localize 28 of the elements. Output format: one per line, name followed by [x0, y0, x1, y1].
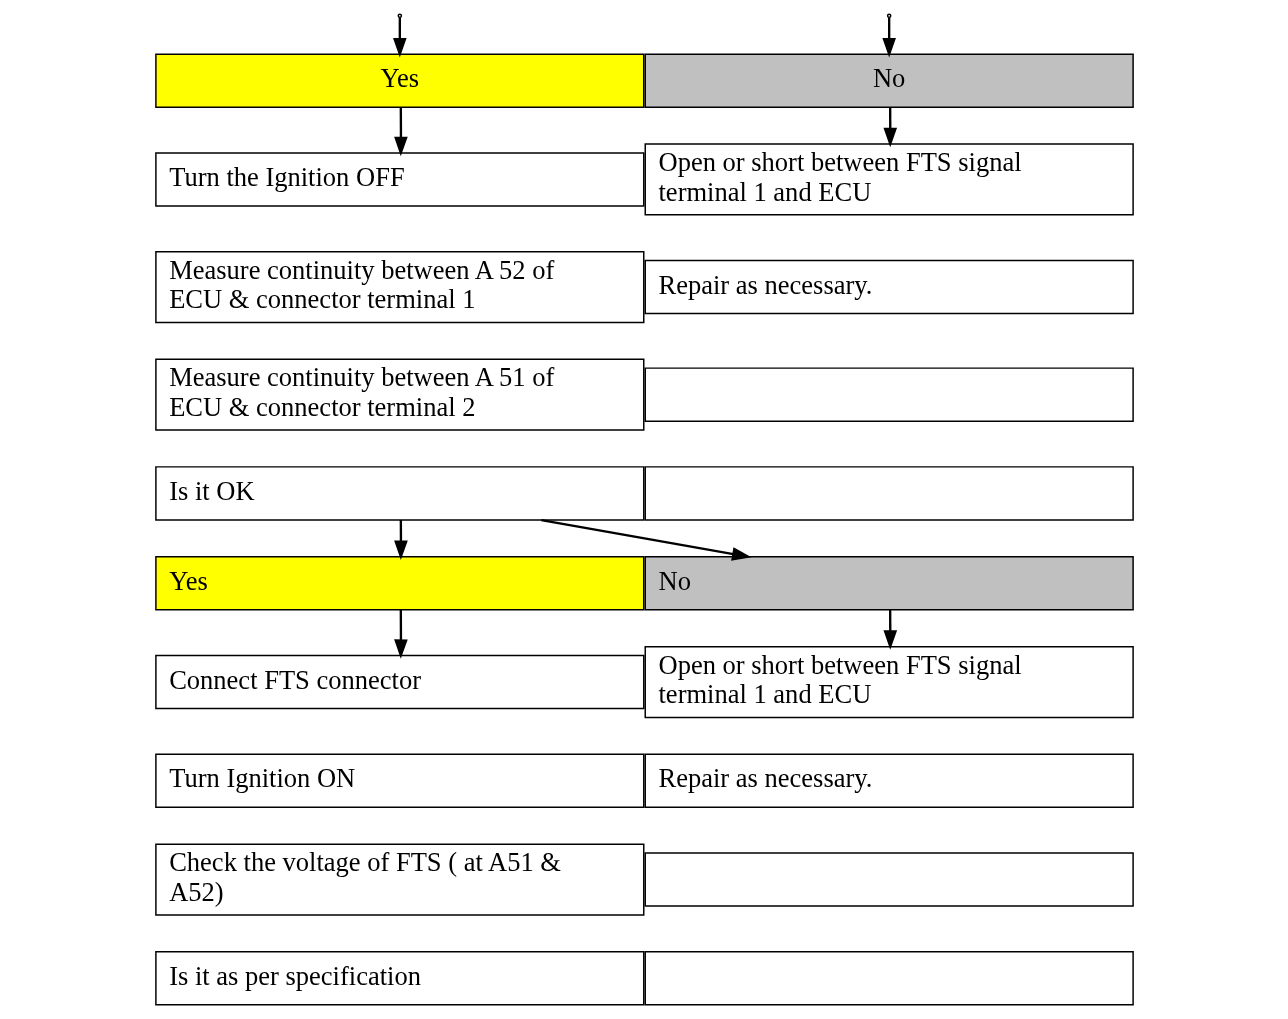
arrow: [882, 107, 897, 148]
arrow: [881, 17, 896, 58]
node-box: Repair as necessary.: [644, 753, 1134, 809]
node-box: Connect FTS connector: [154, 654, 644, 710]
node-box: Open or short between FTS signal terminal 1 and ECU: [644, 143, 1134, 216]
node-box: Yes: [154, 53, 644, 108]
arrow: [393, 609, 408, 659]
arrow: [882, 609, 897, 650]
node-box: [644, 466, 1134, 521]
arrow: [393, 520, 408, 560]
node-box: Turn the Ignition OFF: [154, 152, 644, 207]
node-box: Is it as per specification: [154, 951, 644, 1006]
node-box: Yes: [154, 556, 644, 611]
node-box: Turn Ignition ON: [154, 753, 644, 809]
node-box: No: [644, 556, 1134, 611]
node-box: Measure continuity between A 51 of ECU & connector terminal 2: [154, 358, 644, 431]
arrow: [540, 518, 751, 561]
node-box: Open or short between FTS signal terminal 1 and ECU: [644, 645, 1134, 719]
node-box: [644, 852, 1134, 907]
node-box: [644, 367, 1134, 422]
node-box: Check the voltage of FTS ( at A51 & A52): [154, 843, 644, 916]
arrow: [392, 17, 407, 58]
arrow: [393, 107, 408, 157]
node-box: Measure continuity between A 52 of ECU & connector terminal 1: [154, 250, 644, 324]
node-box: [644, 951, 1134, 1006]
node-box: Repair as necessary.: [644, 259, 1134, 315]
node-box: Is it OK: [154, 466, 644, 521]
node-box: No: [644, 53, 1134, 108]
